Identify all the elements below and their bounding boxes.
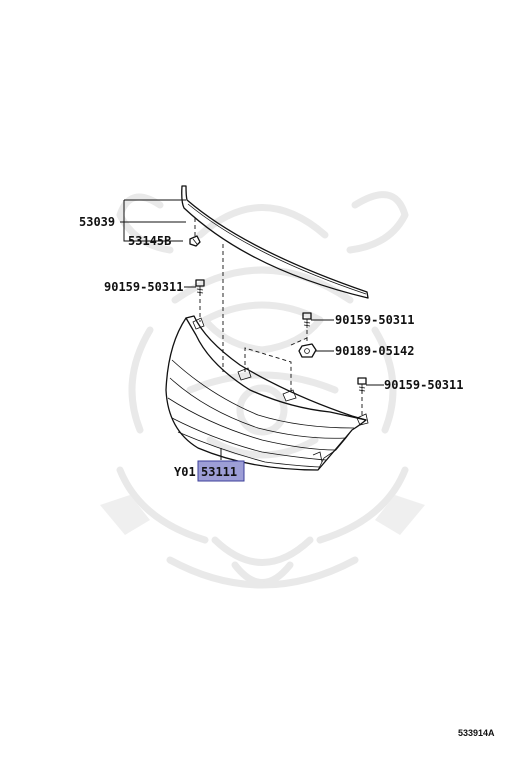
label-y01-prefix: Y01 [174, 465, 196, 479]
assembly-lines [194, 216, 363, 418]
label-53111[interactable]: 53111 [201, 465, 237, 479]
upper-molding-strip [181, 185, 369, 299]
molding-clip [189, 235, 201, 247]
label-90159-50311-right-top[interactable]: 90159-50311 [335, 313, 414, 327]
leader-53039 [120, 199, 186, 242]
label-90159-50311-right[interactable]: 90159-50311 [384, 378, 463, 392]
part-53111-highlight[interactable] [197, 460, 245, 482]
screw-left-icon [195, 279, 205, 296]
radiator-grille [165, 315, 369, 471]
watermark-logo [100, 191, 425, 589]
leader-lines [184, 286, 384, 460]
label-53145b[interactable]: 53145B [128, 234, 171, 248]
screw-right-top-icon [302, 312, 312, 328]
screw-right-icon [357, 377, 367, 393]
label-90189-05142[interactable]: 90189-05142 [335, 344, 414, 358]
nut-icon [298, 343, 317, 358]
figure-id: 533914A [458, 728, 495, 738]
label-53039[interactable]: 53039 [79, 215, 115, 229]
label-90159-50311-left[interactable]: 90159-50311 [104, 280, 183, 294]
